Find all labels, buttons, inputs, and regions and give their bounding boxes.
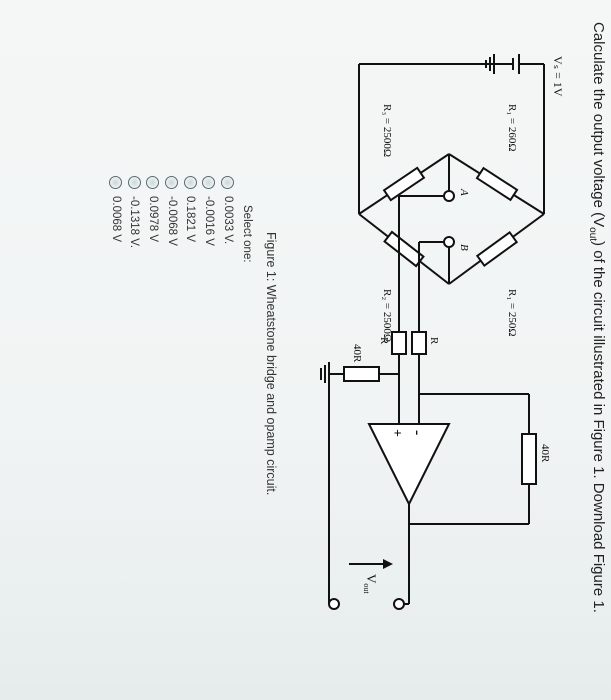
label-vout-v: V <box>364 574 379 584</box>
label-r1-right: R₁ = 250Ω <box>506 289 518 337</box>
radio-icon[interactable] <box>127 176 141 189</box>
select-one-label: Select one: <box>241 205 253 263</box>
answer-option[interactable]: -0.0068 V <box>162 176 181 248</box>
node-b <box>443 236 455 248</box>
question-vout-sub: out <box>587 227 598 242</box>
answer-option[interactable]: 0.0068 V <box>106 176 125 248</box>
answer-option[interactable]: -0.0016 V <box>200 176 219 248</box>
label-op-plus: + <box>389 429 404 437</box>
resistor-40r-ground <box>343 366 380 382</box>
resistor-40r-feedback <box>521 433 537 485</box>
resistor-r-a <box>391 331 407 355</box>
answer-option[interactable]: -0.1318 V. <box>125 176 144 248</box>
answer-label: -0.0068 V <box>165 196 178 246</box>
label-40r-feedback: 40R <box>539 444 551 463</box>
answer-label: 0.0033 V. <box>221 196 234 245</box>
label-40r-ground: 40R <box>351 344 363 363</box>
vout-terminal-top <box>393 598 405 610</box>
resistor-r3 <box>382 166 426 202</box>
node-a <box>443 190 455 202</box>
label-node-b: B <box>458 244 470 251</box>
answer-option[interactable]: 0.0033 V. <box>218 176 237 248</box>
answer-label: 0.0978 V <box>146 196 159 243</box>
label-op-minus: - <box>409 430 426 435</box>
answer-label: 0.0068 V <box>109 196 122 243</box>
radio-icon[interactable] <box>165 176 179 189</box>
label-node-a: A <box>458 188 470 196</box>
figure-caption: Figure 1: Wheatstone bridge and opamp ci… <box>264 232 278 496</box>
label-vout: Vout <box>362 574 379 594</box>
answer-option[interactable]: 0.1821 V <box>181 176 200 248</box>
opamp-triangle <box>367 423 451 507</box>
answer-label: -0.0016 V <box>202 196 215 246</box>
radio-icon[interactable] <box>202 176 216 189</box>
question-suffix: ) of the circuit illustrated in Figure 1… <box>590 241 607 613</box>
label-vs: Vₛ = 1V <box>551 56 565 97</box>
resistor-r2 <box>383 230 425 268</box>
circuit-figure: Vₛ = 1V R₁ = 260Ω R₁ = 250Ω R₃ = 2500Ω R… <box>320 54 565 610</box>
radio-icon[interactable] <box>183 176 197 189</box>
label-r1-left: R₁ = 260Ω <box>506 104 518 152</box>
label-r3: R₃ = 2500Ω <box>381 104 393 157</box>
radio-icon[interactable] <box>146 176 160 189</box>
label-vout-sub: out <box>362 583 371 594</box>
resistor-r1-left <box>475 166 519 202</box>
question-text: Calculate the output voltage (Vout) of t… <box>587 22 607 682</box>
answer-option[interactable]: 0.0978 V <box>144 176 163 248</box>
radio-icon[interactable] <box>221 176 235 189</box>
question-prefix: Calculate the output voltage (V <box>590 22 607 228</box>
label-r2: R₂ = 2500Ω <box>381 289 393 342</box>
resistor-r1-right <box>475 230 519 268</box>
answer-label: 0.1821 V <box>184 196 197 243</box>
label-r-a: R <box>378 337 390 345</box>
answer-label: -0.1318 V. <box>128 196 141 249</box>
radio-icon[interactable] <box>109 176 123 189</box>
vout-terminal-bottom <box>328 598 340 610</box>
vout-arrow-head <box>383 559 393 569</box>
resistor-r-b <box>411 331 427 355</box>
label-r-b: R <box>428 337 440 345</box>
answer-options: 0.0033 V. -0.0016 V 0.1821 V -0.0068 V 0… <box>106 176 237 248</box>
